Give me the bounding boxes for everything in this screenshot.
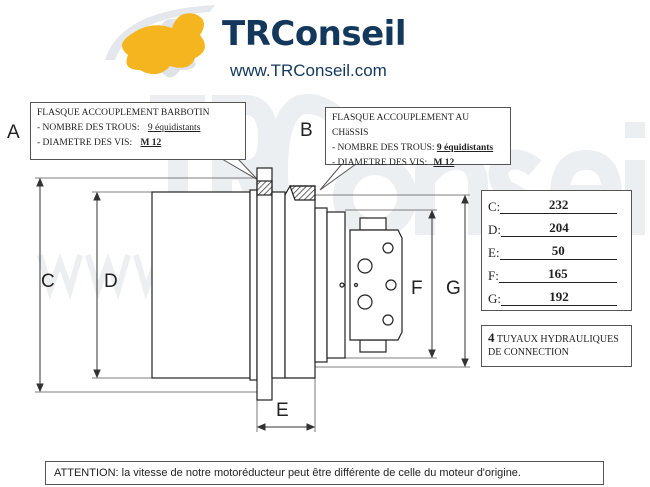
dim-key: E: xyxy=(488,245,500,260)
label-a: A xyxy=(7,122,20,143)
dimensions-table: C:232 D:204 E:50 F:165 G:192 xyxy=(481,190,632,311)
flange-a-holes-label: - NOMBRE DES TROUS: xyxy=(37,123,140,133)
dim-value: 232 xyxy=(500,197,617,214)
dimension-row-c: C:232 xyxy=(488,191,625,214)
flange-a-holes-value: 9 équidistants xyxy=(147,123,201,133)
flange-a-screw-value: M 12 xyxy=(140,138,162,148)
dim-key: F: xyxy=(488,268,499,283)
flange-b-callout: FLASQUE ACCOUPLEMENT AU CHäSSIS - NOMBRE… xyxy=(325,107,511,168)
flange-b-screw-value: M 12 xyxy=(433,158,455,168)
dim-value: 204 xyxy=(501,220,617,237)
flange-b-holes-value: 9 équidistants xyxy=(436,143,494,153)
dim-value: 165 xyxy=(498,266,617,283)
hoses-text: TUYAUX HYDRAULIQUES DE CONNECTION xyxy=(488,334,619,358)
label-e: E xyxy=(276,400,289,421)
dimension-row-d: D:204 xyxy=(488,214,625,237)
label-d: D xyxy=(104,271,118,292)
flange-a-callout: FLASQUE ACCOUPLEMENT BARBOTIN - NOMBRE D… xyxy=(30,102,246,160)
dim-value: 192 xyxy=(501,289,617,306)
logo-brand: TRConseil xyxy=(222,14,407,54)
dimension-row-f: F:165 xyxy=(488,260,625,283)
label-g: G xyxy=(446,278,461,299)
label-c: C xyxy=(41,271,55,292)
flange-b-screw-label: - DIAMETRE DES VIS: xyxy=(332,158,428,168)
logo-url[interactable]: www.TRConseil.com xyxy=(230,61,387,80)
dimension-row-g: G:192 xyxy=(488,283,625,306)
label-b: B xyxy=(300,120,313,141)
flange-b-holes-label: - NOMBRE DES TROUS: xyxy=(332,143,435,153)
hoses-note: 4 TUYAUX HYDRAULIQUES DE CONNECTION xyxy=(481,325,632,367)
flange-a-title: FLASQUE ACCOUPLEMENT BARBOTIN xyxy=(37,108,210,118)
dimension-row-e: E:50 xyxy=(488,237,625,260)
logo-icon xyxy=(105,5,215,78)
dim-key: G: xyxy=(488,291,501,306)
dim-key: C: xyxy=(488,199,501,214)
hoses-count: 4 xyxy=(488,330,495,345)
flange-b-title: FLASQUE ACCOUPLEMENT AU CHäSSIS xyxy=(332,113,470,138)
dim-key: D: xyxy=(488,222,501,237)
label-f: F xyxy=(411,278,423,299)
warning-note: ATTENTION: la vitesse de notre motoréduc… xyxy=(45,461,604,485)
flange-a-screw-label: - DIAMETRE DES VIS: xyxy=(37,138,133,148)
dim-value: 50 xyxy=(499,243,617,260)
